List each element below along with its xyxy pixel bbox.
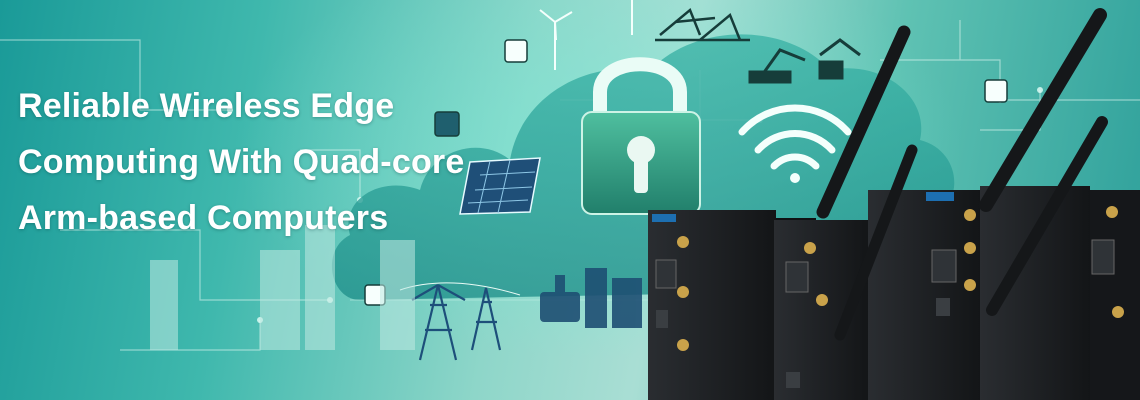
small-device-icon [364, 39, 1008, 306]
padlock-icon [581, 57, 701, 215]
robot-arm-icon [748, 38, 861, 84]
headline-line-3: Arm-based Computers [18, 199, 389, 237]
headline-line-1: Reliable Wireless Edge [18, 87, 395, 125]
wind-turbine-icon [539, 0, 633, 70]
factory-icon [540, 268, 642, 328]
city-buildings [150, 225, 415, 350]
power-tower-icon [399, 282, 521, 361]
headline: Reliable Wireless Edge Computing With Qu… [18, 78, 464, 246]
antenna-icon [816, 8, 1108, 341]
oil-pump-icon [655, 7, 750, 42]
solar-panel-icon [459, 157, 541, 215]
headline-line-2: Computing With Quad-core [18, 143, 465, 181]
wifi-icon [738, 104, 852, 183]
